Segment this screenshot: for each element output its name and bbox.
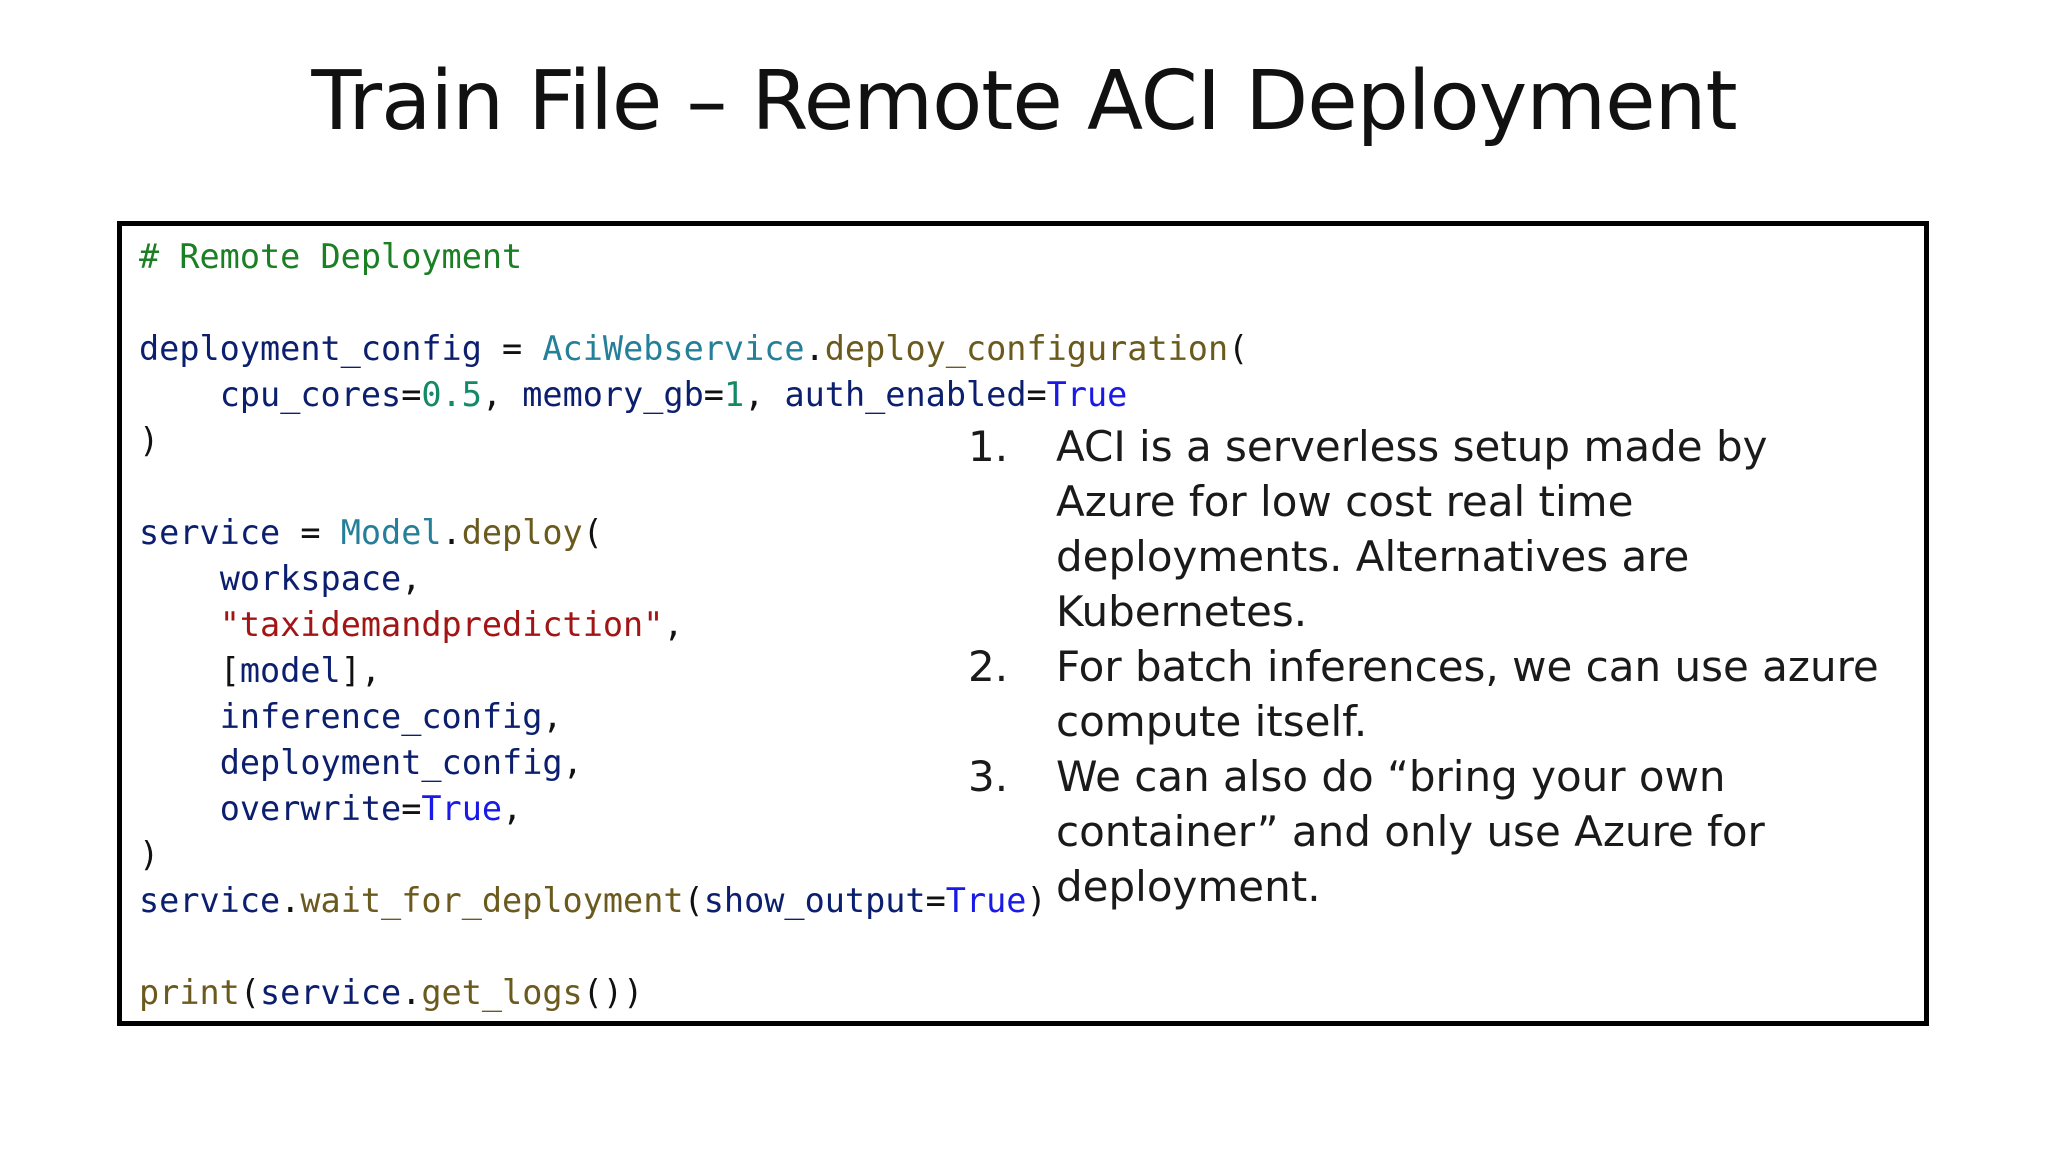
- code-token: ): [139, 421, 160, 460]
- code-token: [139, 743, 220, 782]
- code-token: ()): [582, 973, 644, 1012]
- code-line: [139, 280, 1248, 326]
- notes-list: 1. ACI is a serverless setup made by Azur…: [968, 419, 1898, 914]
- code-token: overwrite: [219, 789, 402, 828]
- note-text: ACI is a serverless setup made by Azure …: [1056, 422, 1768, 636]
- code-token: Model: [340, 513, 442, 552]
- code-token: get_logs: [421, 973, 583, 1012]
- code-token: (: [683, 881, 704, 920]
- code-line: cpu_cores=0.5, memory_gb=1, auth_enabled…: [139, 372, 1248, 418]
- code-line: service = Model.deploy(: [139, 510, 1248, 556]
- code-token: inference_config: [219, 697, 543, 736]
- code-token: show_output: [703, 881, 926, 920]
- code-line: workspace,: [139, 556, 1248, 602]
- code-token: [139, 651, 220, 690]
- code-token: (: [1228, 329, 1249, 368]
- code-token: [139, 697, 220, 736]
- code-line: [139, 924, 1248, 970]
- code-token: =: [481, 329, 543, 368]
- code-token: model: [239, 651, 341, 690]
- code-token: print: [139, 973, 240, 1012]
- note-text: For batch inferences, we can use azure c…: [1056, 642, 1879, 746]
- code-token: deployment_config: [139, 329, 482, 368]
- code-token: =: [703, 375, 724, 414]
- code-token: 0.5: [421, 375, 482, 414]
- code-listing: # Remote Deployment deployment_config = A…: [139, 234, 1248, 1016]
- code-block: # Remote Deployment deployment_config = A…: [117, 221, 1929, 1026]
- code-token: deploy_configuration: [824, 329, 1229, 368]
- code-token: deploy: [461, 513, 583, 552]
- code-token: ): [1026, 881, 1047, 920]
- code-line: [model],: [139, 648, 1248, 694]
- code-token: memory_gb: [522, 375, 704, 414]
- slide-title: Train File – Remote ACI Deployment: [311, 54, 1737, 149]
- code-token: =: [401, 375, 422, 414]
- code-token: True: [421, 789, 503, 828]
- code-token: =: [925, 881, 946, 920]
- code-token: .: [441, 513, 462, 552]
- code-token: =: [1026, 375, 1047, 414]
- code-line: ): [139, 832, 1248, 878]
- code-line: # Remote Deployment: [139, 234, 1248, 280]
- note-item: 3. We can also do “bring your own contain…: [968, 749, 1898, 914]
- code-token: [139, 789, 220, 828]
- code-token: auth_enabled: [784, 375, 1027, 414]
- note-number: 2.: [968, 642, 1009, 691]
- code-line: "taxidemandprediction",: [139, 602, 1248, 648]
- code-token: .: [401, 973, 422, 1012]
- note-item: 2. For batch inferences, we can use azure…: [968, 639, 1898, 749]
- code-token: [139, 605, 220, 644]
- code-line: ): [139, 418, 1248, 464]
- code-token: True: [945, 881, 1027, 920]
- code-token: (: [582, 513, 603, 552]
- code-token: ,: [562, 743, 583, 782]
- code-token: ): [139, 835, 160, 874]
- code-token: ],: [340, 651, 382, 690]
- code-token: True: [1046, 375, 1128, 414]
- note-number: 1.: [968, 422, 1009, 471]
- code-token: =: [401, 789, 422, 828]
- code-token: ,: [744, 375, 785, 414]
- code-line: inference_config,: [139, 694, 1248, 740]
- code-line: deployment_config,: [139, 740, 1248, 786]
- code-token: ,: [663, 605, 684, 644]
- code-token: ,: [542, 697, 563, 736]
- code-token: ,: [481, 375, 523, 414]
- code-line: overwrite=True,: [139, 786, 1248, 832]
- code-token: [139, 559, 220, 598]
- code-token: workspace: [219, 559, 402, 598]
- code-token: deployment_config: [219, 743, 563, 782]
- code-token: cpu_cores: [219, 375, 402, 414]
- note-number: 3.: [968, 752, 1009, 801]
- code-token: "taxidemandprediction": [219, 605, 664, 644]
- code-token: [: [219, 651, 240, 690]
- note-item: 1. ACI is a serverless setup made by Azur…: [968, 419, 1898, 639]
- code-token: service: [139, 513, 281, 552]
- code-token: =: [280, 513, 341, 552]
- code-token: service: [139, 881, 281, 920]
- code-line: service.wait_for_deployment(show_output=…: [139, 878, 1248, 924]
- code-token: AciWebservice: [542, 329, 805, 368]
- code-token: (: [239, 973, 261, 1012]
- code-token: service: [260, 973, 402, 1012]
- code-token: ,: [502, 789, 523, 828]
- code-token: [139, 375, 220, 414]
- code-line: print(service.get_logs()): [139, 970, 1248, 1016]
- code-token: 1: [723, 375, 745, 414]
- code-token: wait_for_deployment: [300, 881, 684, 920]
- code-token: # Remote Deployment: [139, 237, 523, 276]
- code-token: .: [804, 329, 825, 368]
- code-token: .: [280, 881, 301, 920]
- note-text: We can also do “bring your own container…: [1056, 752, 1765, 911]
- code-line: deployment_config = AciWebservice.deploy…: [139, 326, 1248, 372]
- code-token: ,: [401, 559, 422, 598]
